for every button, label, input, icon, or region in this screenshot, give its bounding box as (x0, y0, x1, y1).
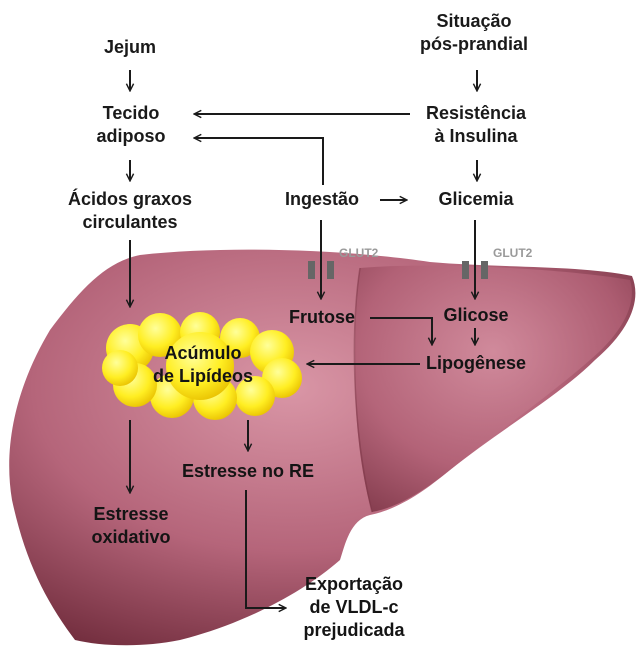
label-tecido-adiposo: Tecido adiposo (96, 102, 165, 148)
label-lipogenese: Lipogênese (426, 352, 526, 375)
label-estresse-re: Estresse no RE (182, 460, 314, 483)
label-acidos-graxos: Ácidos graxos circulantes (68, 188, 192, 234)
label-pos-prandial: Situação pós-prandial (420, 10, 528, 56)
liver-right-lobe (355, 266, 632, 512)
label-glicemia: Glicemia (438, 188, 513, 211)
label-jejum: Jejum (104, 36, 156, 59)
label-exportacao-vldl: Exportação de VLDL-c prejudicada (303, 573, 404, 642)
label-glicose: Glicose (443, 304, 508, 327)
label-ingestao: Ingestão (285, 188, 359, 211)
label-glut2-left: GLUT2 (339, 246, 378, 260)
label-frutose: Frutose (289, 306, 355, 329)
arrow-ingestao-to-tecido (195, 138, 323, 185)
label-acumulo-lipideos: Acúmulo de Lipídeos (153, 342, 253, 388)
label-glut2-right: GLUT2 (493, 246, 532, 260)
label-resistencia-insulina: Resistência à Insulina (426, 102, 526, 148)
label-estresse-oxidativo: Estresse oxidativo (91, 503, 170, 549)
